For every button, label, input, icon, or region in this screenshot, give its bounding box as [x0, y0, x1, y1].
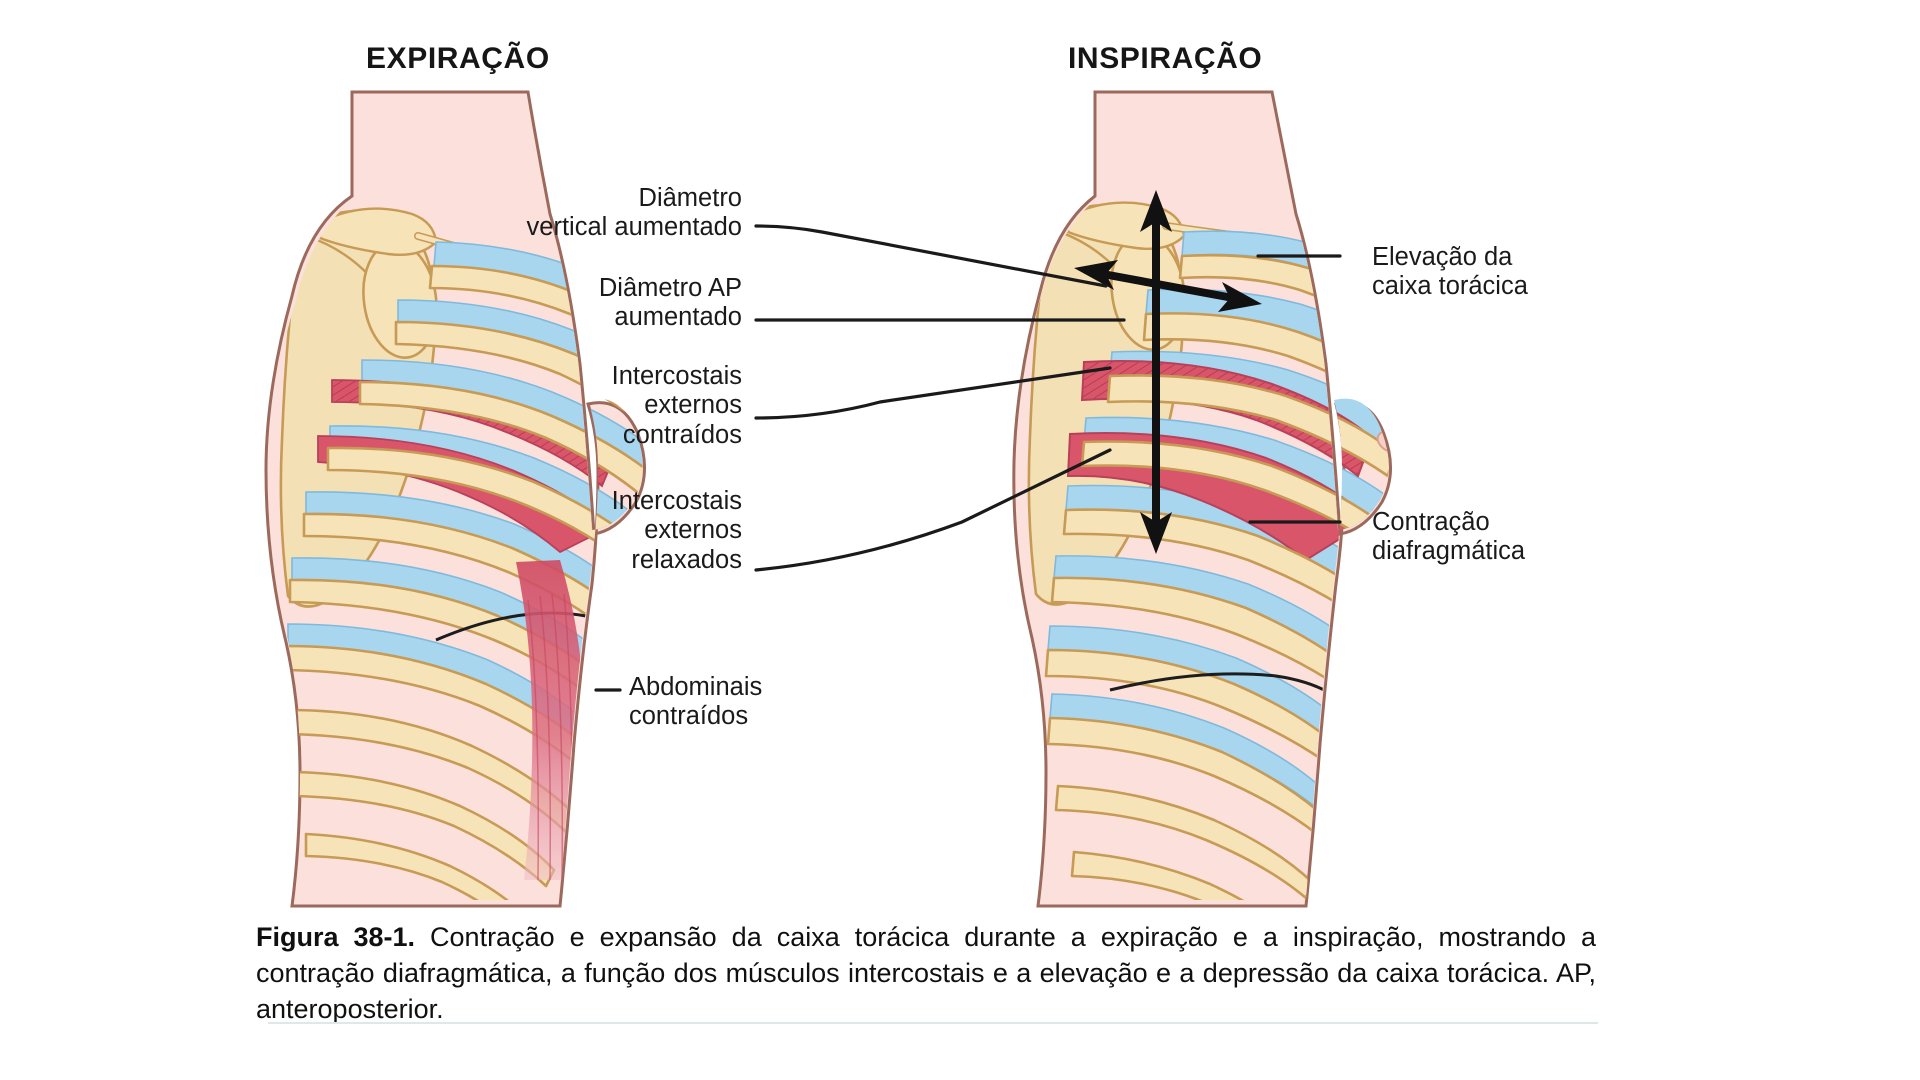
expiration-body-diagram: [264, 90, 647, 908]
annotation-ribcage-elevation: Elevação da caixa torácica: [1372, 243, 1528, 301]
leader-vertical-diameter: [754, 224, 1108, 288]
leader-intercostals-contracted: [754, 366, 1112, 420]
figure-caption-text: Contração e expansão da caixa torácica d…: [256, 922, 1597, 1024]
abdominal-muscles-left: [516, 560, 584, 881]
vertical-diameter-arrow: [1140, 190, 1172, 554]
leader-lines: [594, 224, 1342, 692]
annotation-abdominals-contracted: Abdominais contraídos: [629, 673, 763, 731]
annotation-intercostals-relaxed: Intercostais externos relaxados: [611, 487, 742, 574]
leader-intercostals-relaxed: [754, 448, 1112, 572]
figure-number: Figura 38-1.: [256, 922, 416, 952]
inspiration-body-diagram: [1012, 90, 1393, 908]
caption-divider-rule: [268, 1022, 1598, 1024]
figure-caption: Figura 38-1. Contração e expansão da cai…: [256, 920, 1596, 1028]
header-expiration: EXPIRAÇÃO: [366, 42, 550, 75]
header-inspiration: INSPIRAÇÃO: [1068, 42, 1263, 75]
annotation-ap-diameter: Diâmetro AP aumentado: [598, 274, 742, 332]
annotation-diaphragm-contraction: Contração diafragmática: [1372, 508, 1526, 566]
annotation-vertical-diameter: Diâmetro vertical aumentado: [526, 184, 742, 242]
annotation-intercostals-contracted: Intercostais externos contraídos: [611, 362, 742, 449]
ap-diameter-arrow: [1074, 260, 1262, 312]
